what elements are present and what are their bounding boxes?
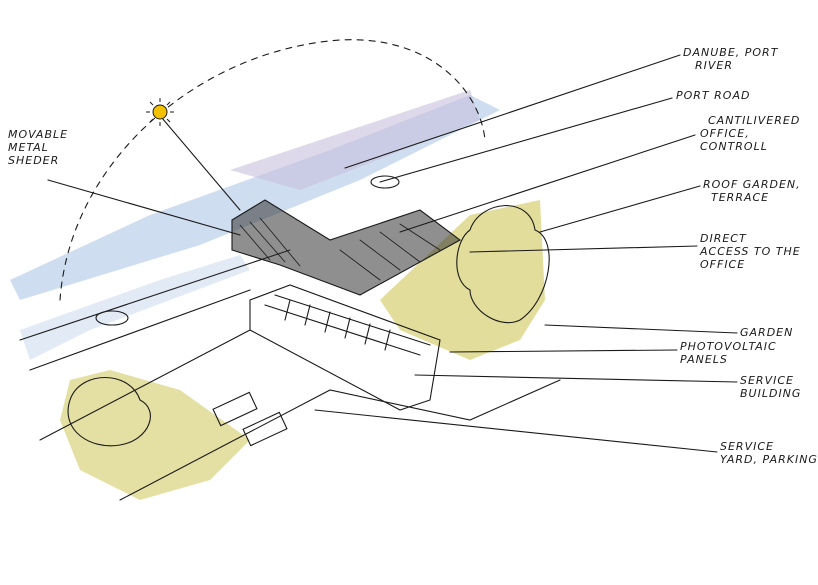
- label-line: MOVABLE: [8, 128, 69, 141]
- label-line: SHEDER: [8, 154, 60, 167]
- label-line: OFFICE,: [700, 127, 750, 140]
- car: [370, 175, 400, 189]
- leader-line: [399, 134, 696, 233]
- car: [212, 391, 258, 427]
- leader-line: [469, 245, 698, 253]
- tree-outline: [67, 377, 151, 447]
- label-direct-access: DIRECT ACCESS TO THE OFFICE: [700, 232, 801, 271]
- leader-line: [414, 374, 738, 383]
- service-building: [249, 284, 441, 411]
- leader-line: [379, 97, 673, 183]
- site-edge: [39, 329, 561, 501]
- tree-outline: [456, 205, 550, 324]
- sun-ray-line: [161, 117, 241, 211]
- label-line: SERVICE: [720, 440, 774, 453]
- photovoltaic-panels: [264, 294, 431, 356]
- leader-line: [449, 349, 678, 353]
- label-danube: DANUBE, PORT RIVER: [683, 46, 778, 72]
- label-movable-shader: MOVABLE METAL SHEDER: [8, 128, 68, 167]
- label-line: ACCESS TO THE: [700, 245, 801, 258]
- label-cantilevered-office: CANTILIVERED OFFICE, CONTROLL: [700, 114, 800, 153]
- label-garden: GARDEN: [740, 326, 793, 339]
- label-line: BUILDING: [740, 387, 802, 400]
- cantilevered-office: [231, 199, 462, 296]
- leader-line: [47, 179, 241, 236]
- label-line: YARD, PARKING: [720, 453, 818, 466]
- label-line: RIVER: [695, 59, 734, 72]
- leader-line: [314, 409, 718, 453]
- label-line: SERVICE: [740, 374, 794, 387]
- leader-line: [544, 324, 738, 334]
- car: [95, 310, 129, 326]
- parking-greenery: [60, 370, 250, 500]
- label-port-road: PORT ROAD: [676, 89, 750, 102]
- sun-path-arc: [59, 39, 486, 301]
- label-line: ROOF GARDEN,: [703, 178, 801, 191]
- leader-line: [344, 54, 681, 169]
- river-wash-lower: [20, 255, 250, 360]
- garden-greenery: [380, 200, 545, 360]
- label-line: CANTILIVERED: [708, 114, 801, 127]
- office-hatching: [239, 217, 441, 281]
- leader-line: [539, 185, 701, 233]
- label-line: OFFICE: [700, 258, 746, 271]
- label-photovoltaic: PHOTOVOLTAIC PANELS: [680, 340, 777, 366]
- label-service-yard: SERVICE YARD, PARKING: [720, 440, 818, 466]
- label-service-building: SERVICE BUILDING: [740, 374, 801, 400]
- label-line: PORT ROAD: [676, 89, 751, 102]
- label-line: DIRECT: [700, 232, 747, 245]
- car: [242, 411, 288, 447]
- river-wash-mauve: [230, 90, 480, 190]
- label-line: CONTROLL: [700, 140, 768, 153]
- label-line: METAL: [8, 141, 49, 154]
- label-line: TERRACE: [711, 191, 770, 204]
- label-roof-garden: ROOF GARDEN, TERRACE: [703, 178, 801, 204]
- label-line: PHOTOVOLTAIC: [680, 340, 777, 353]
- port-road-edge-2: [29, 289, 251, 371]
- sun-icon: [146, 98, 174, 126]
- label-line: PANELS: [680, 353, 728, 366]
- label-line: DANUBE, PORT: [683, 46, 779, 59]
- label-line: GARDEN: [740, 326, 794, 339]
